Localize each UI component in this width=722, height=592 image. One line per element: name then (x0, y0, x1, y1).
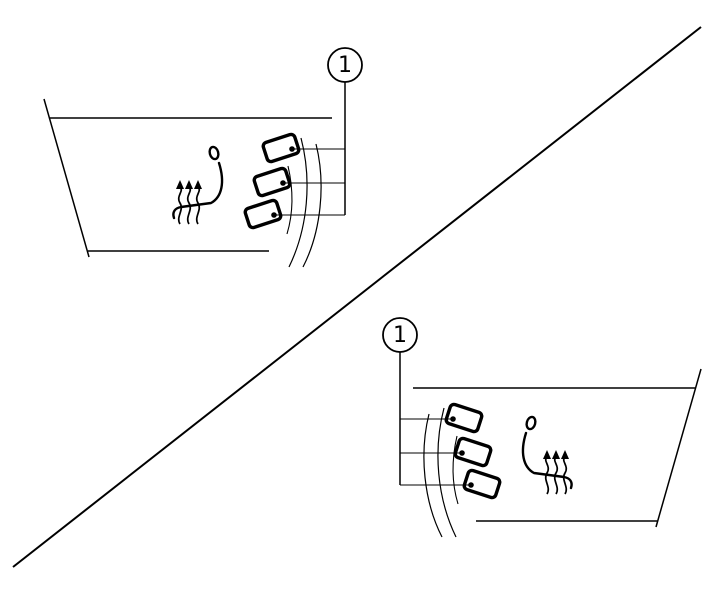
seat-heater-switch (462, 468, 502, 500)
heat-arrow-head (176, 180, 184, 189)
diagonal-divider-line (12, 26, 702, 568)
heat-arrow-squiggle (177, 186, 183, 225)
bottom-right-panel-diagram (382, 317, 702, 538)
heat-arrow-head (194, 180, 202, 189)
seat-heater-switch (243, 198, 283, 230)
heat-arrow (561, 450, 569, 495)
seat-heater-switch (444, 402, 484, 434)
switch-outline (453, 436, 493, 468)
heat-arrow-squiggle (562, 456, 568, 495)
callout-label: 1 (393, 323, 407, 348)
heat-arrow (176, 180, 184, 225)
heat-arrow (185, 180, 193, 225)
heat-arrow-squiggle (195, 186, 201, 225)
heat-arrow (543, 450, 551, 495)
switch-outline (252, 166, 292, 198)
switch-outline (243, 198, 283, 230)
seat-heater-switch (252, 166, 292, 198)
heat-arrow-squiggle (544, 456, 550, 495)
heat-arrow-squiggle (553, 456, 559, 495)
heat-arrow (552, 450, 560, 495)
seat-profile (521, 431, 573, 490)
seat-heater-switch (261, 132, 301, 164)
seat-headrest (525, 415, 537, 431)
console-contour-curve (286, 165, 293, 235)
console-contour-curve (437, 407, 457, 538)
heat-arrow-head (561, 450, 569, 459)
heat-arrow-squiggle (186, 186, 192, 225)
console-contour-curve (302, 143, 322, 268)
panel-right-edge (655, 368, 702, 528)
switch-outline (462, 468, 502, 500)
heat-arrow-head (552, 450, 560, 459)
panel-left-edge (43, 98, 90, 258)
console-contour-curve (423, 413, 443, 538)
seat-profile (172, 161, 224, 220)
seat-heater-icon (172, 145, 224, 225)
heat-arrow-head (543, 450, 551, 459)
switch-outline (261, 132, 301, 164)
top-left-panel-diagram: 1 (43, 47, 363, 268)
callout-circle (327, 47, 363, 83)
heat-arrow (194, 180, 202, 225)
seat-headrest (208, 145, 220, 161)
callout-label: 1 (338, 53, 352, 78)
seat-heater-switch (453, 436, 493, 468)
callout-circle (382, 317, 418, 353)
switch-outline (444, 402, 484, 434)
console-contour-curve (288, 137, 308, 268)
heat-arrow-head (185, 180, 193, 189)
seat-heater-icon (521, 415, 573, 495)
console-contour-curve (452, 435, 459, 505)
